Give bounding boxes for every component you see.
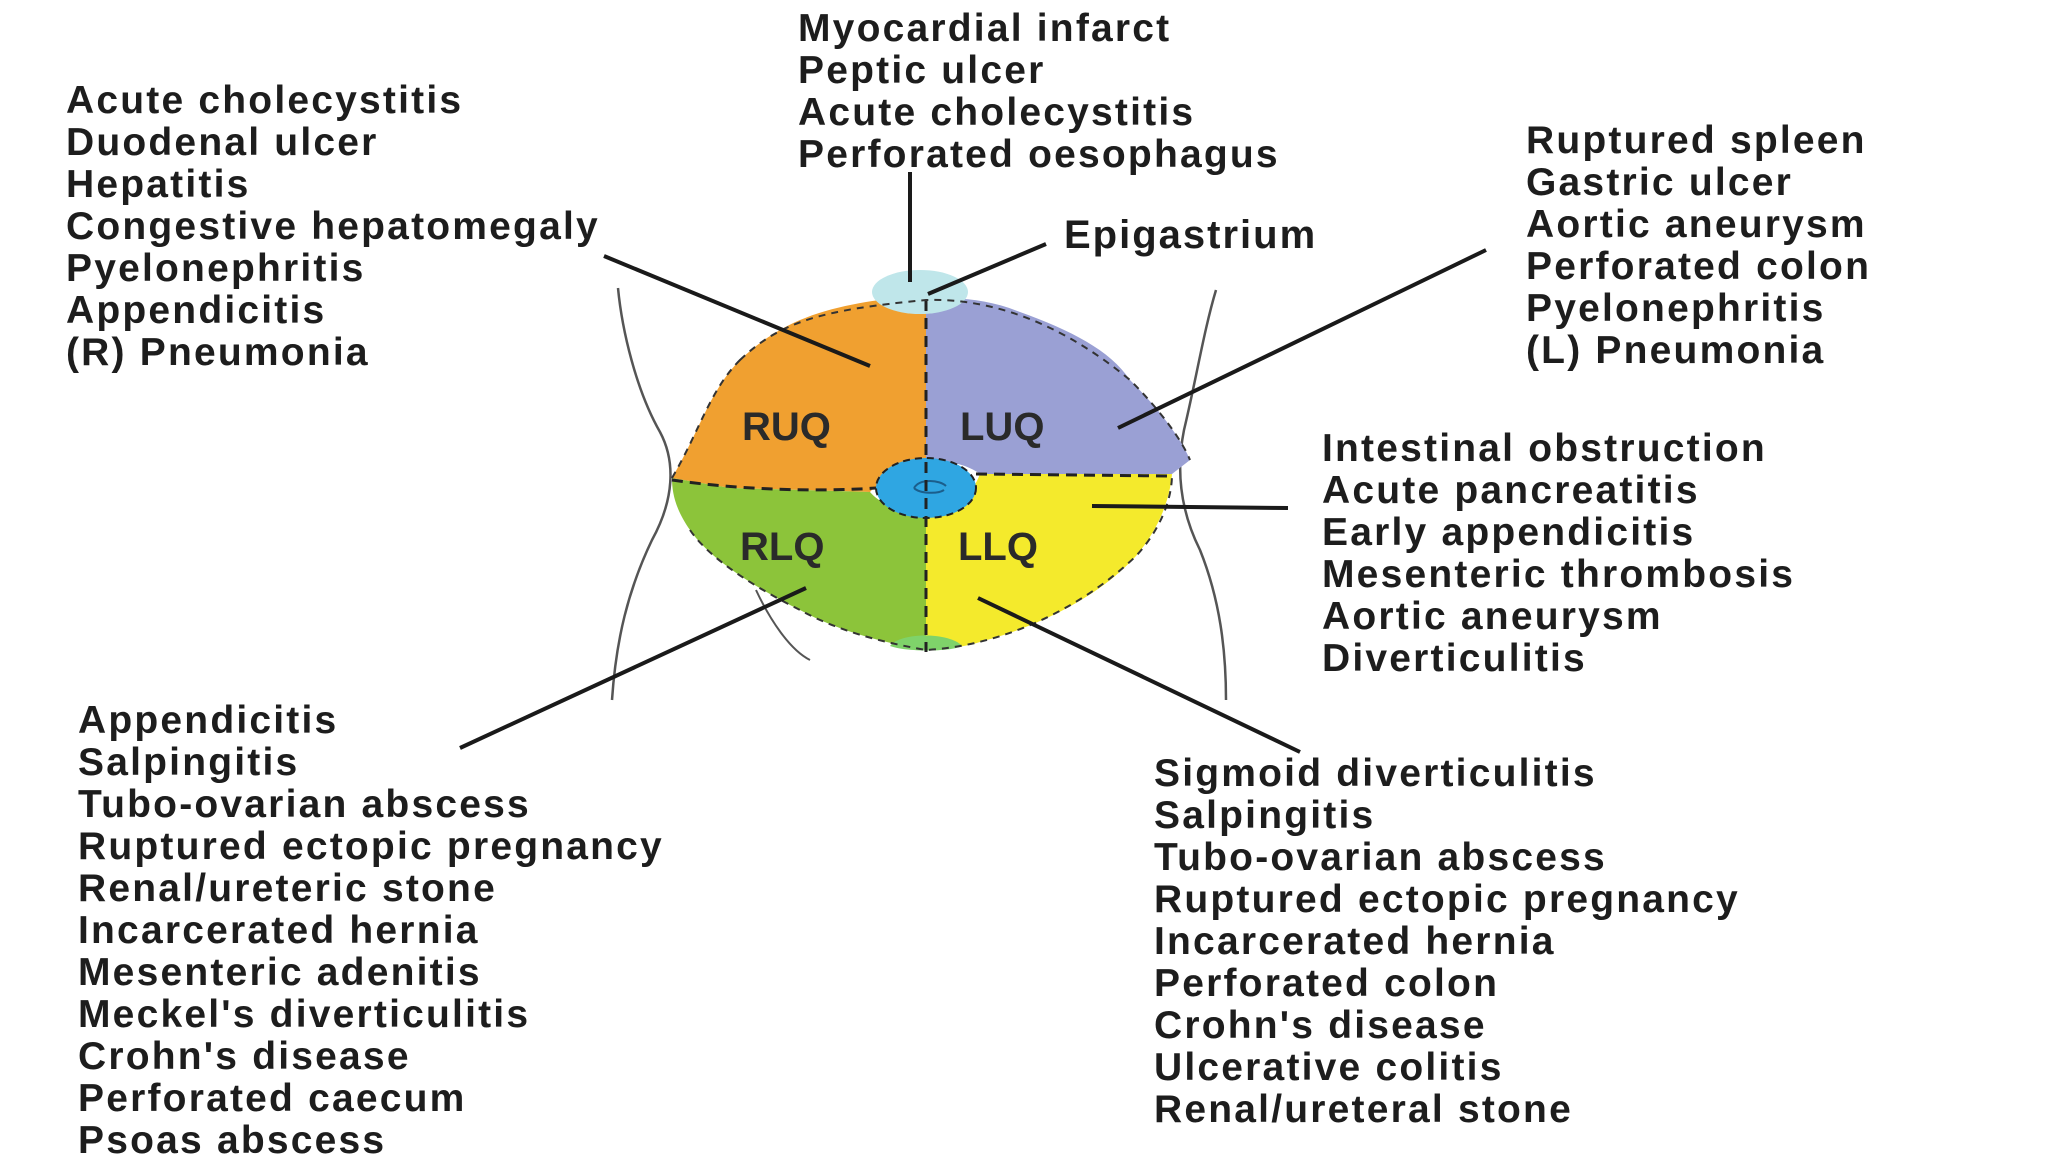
luq-condition-item: Aortic aneurysm: [1526, 203, 1867, 246]
leader-umbilical: [1091, 504, 1289, 510]
rlq-condition-item: Perforated caecum: [78, 1077, 467, 1120]
umbilical-condition-item: Early appendicitis: [1322, 511, 1696, 554]
ruq-condition-item: Duodenal ulcer: [66, 121, 379, 164]
ruq-condition-item: Pyelonephritis: [66, 247, 366, 290]
torso-right-outline: [1178, 289, 1228, 701]
epigastrium-label: Epigastrium: [1064, 213, 1317, 257]
rlq-condition-item: Meckel's diverticulitis: [78, 993, 531, 1036]
rlq-condition-item: Ruptured ectopic pregnancy: [78, 825, 664, 868]
epigastrium-condition-item: Myocardial infarct: [798, 7, 1172, 50]
umbilical-condition-item: Diverticulitis: [1322, 637, 1587, 680]
torso-left-outline: [610, 287, 672, 701]
rlq-condition-item: Tubo-ovarian abscess: [78, 783, 531, 826]
rlq-condition-item: Renal/ureteric stone: [78, 867, 497, 910]
leader-rlq: [459, 586, 807, 750]
llq-condition-item: Salpingitis: [1154, 794, 1376, 837]
epigastrium-condition-item: Acute cholecystitis: [798, 91, 1196, 134]
llq-condition-item: Sigmoid diverticulitis: [1154, 752, 1597, 795]
luq-region: [926, 298, 1190, 474]
epigastrium-condition-item: Peptic ulcer: [798, 49, 1046, 92]
torso-lower-left-outline: [755, 589, 811, 661]
llq-condition-item: Crohn's disease: [1154, 1004, 1487, 1047]
luq-condition-item: Perforated colon: [1526, 245, 1872, 288]
leader-lines: [459, 172, 1487, 754]
luq-condition-item: Pyelonephritis: [1526, 287, 1826, 330]
epigastrium-condition-item: Perforated oesophagus: [798, 133, 1280, 176]
umbilicus-mark: [913, 480, 947, 494]
llq-condition-item: Tubo-ovarian abscess: [1154, 836, 1607, 879]
region-borders: [671, 298, 1191, 652]
llq-label: LLQ: [958, 525, 1038, 569]
luq-condition-item: Gastric ulcer: [1526, 161, 1794, 204]
rlq-condition-item: Crohn's disease: [78, 1035, 411, 1078]
leader-epigastrium: [927, 242, 1047, 296]
rlq-condition-item: Psoas abscess: [78, 1119, 387, 1162]
rlq-condition-item: Salpingitis: [78, 741, 300, 784]
horizontal-divider: [671, 472, 1171, 492]
llq-condition-item: Ruptured ectopic pregnancy: [1154, 878, 1740, 921]
llq-condition-item: Ulcerative colitis: [1154, 1046, 1504, 1089]
rlq-condition-item: Incarcerated hernia: [78, 909, 480, 952]
epigastrium-region: [872, 270, 968, 314]
umbilical-condition-item: Intestinal obstruction: [1322, 427, 1767, 470]
umbilical-condition-item: Aortic aneurysm: [1322, 595, 1663, 638]
llq-region: [926, 474, 1172, 650]
rlq-condition-item: Appendicitis: [78, 699, 339, 742]
ruq-condition-item: Acute cholecystitis: [66, 79, 464, 122]
llq-condition-item: Perforated colon: [1154, 962, 1500, 1005]
rlq-label: RLQ: [740, 525, 824, 569]
ruq-condition-item: Appendicitis: [66, 289, 327, 332]
leader-ruq: [603, 254, 871, 368]
llq-condition-item: Incarcerated hernia: [1154, 920, 1556, 963]
luq-label: LUQ: [960, 405, 1044, 449]
umbilical-condition-item: Acute pancreatitis: [1322, 469, 1700, 512]
leader-luq: [1117, 248, 1487, 430]
rlq-region: [672, 478, 926, 650]
llq-condition-item: Renal/ureteral stone: [1154, 1088, 1573, 1131]
rlq-condition-item: Mesenteric adenitis: [78, 951, 482, 994]
luq-condition-item: Ruptured spleen: [1526, 119, 1867, 162]
ruq-condition-item: Congestive hepatomegaly: [66, 205, 600, 248]
leader-llq: [977, 596, 1301, 754]
ruq-label: RUQ: [742, 405, 831, 449]
umbilical-condition-item: Mesenteric thrombosis: [1322, 553, 1796, 596]
ruq-region: [672, 298, 926, 492]
ruq-condition-item: (R) Pneumonia: [66, 331, 370, 374]
ruq-condition-item: Hepatitis: [66, 163, 251, 206]
luq-condition-item: (L) Pneumonia: [1526, 329, 1826, 372]
